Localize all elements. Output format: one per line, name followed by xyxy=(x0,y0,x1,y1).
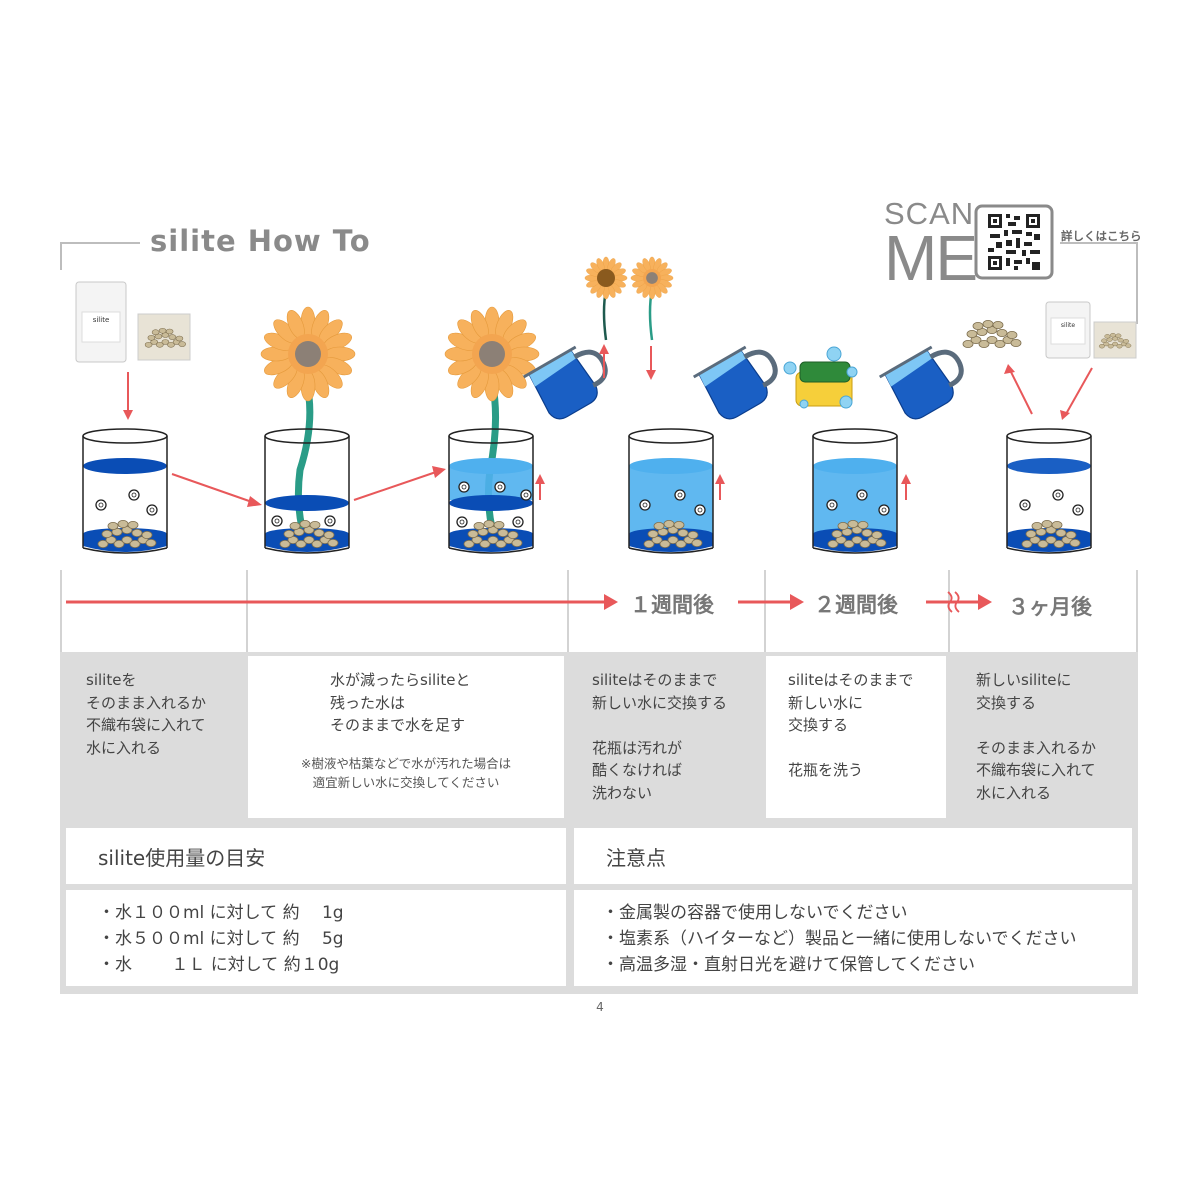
cautions-list: ・金属製の容器で使用しないでください ・塩素系（ハイターなど）製品と一緒に使用し… xyxy=(602,903,1077,975)
package-label: silite xyxy=(93,316,110,324)
page-title: silite How To xyxy=(150,224,371,258)
divider-6 xyxy=(1136,570,1138,652)
step-2-text: 水が減ったらsiliteと 残った水は そのままで水を足す xyxy=(330,671,471,734)
label-week1: １週間後 xyxy=(630,593,714,617)
silite-package: silite xyxy=(75,281,191,363)
step-2-box xyxy=(248,656,564,818)
step-3-text: siliteはそのままで 新しい水に交換する 花瓶は汚れが 酷くなければ 洗わな… xyxy=(592,671,728,802)
cautions-body-panel xyxy=(574,890,1132,986)
step-2-note: ※樹液や枯葉などで水が汚れた場合は 適宜新しい水に交換してください xyxy=(300,756,512,790)
frame-right-tick xyxy=(1136,242,1138,324)
page-number: 4 xyxy=(596,1000,604,1014)
usage-heading: silite使用量の目安 xyxy=(98,846,266,870)
cautions-heading: 注意点 xyxy=(606,846,666,870)
divider-4 xyxy=(764,570,766,652)
label-month3: ３ヶ月後 xyxy=(1008,595,1092,619)
steps-band xyxy=(60,652,1138,822)
cautions-header-panel xyxy=(574,828,1132,884)
frame-top-right-line xyxy=(1060,242,1138,244)
usage-body-panel xyxy=(66,890,566,986)
step-5-text: 新しいsiliteに 交換する そのまま入れるか 不織布袋に入れて 水に入れる xyxy=(976,671,1097,802)
qr-note: 詳しくはこちら xyxy=(1061,229,1142,243)
divider-2 xyxy=(246,570,248,652)
divider-5 xyxy=(948,570,950,652)
step-4-box xyxy=(766,656,946,818)
label-week2: ２週間後 xyxy=(814,593,898,617)
scan-text: SCAN xyxy=(884,196,975,231)
package-label-2: silite xyxy=(1061,322,1075,329)
divider-3 xyxy=(567,570,569,652)
frame-top-left-line xyxy=(60,242,140,244)
me-text: ME xyxy=(884,222,978,294)
qr-code-icon[interactable] xyxy=(974,204,1054,280)
process-illustration: silite xyxy=(75,256,1137,554)
step-4-text: siliteはそのままで 新しい水に 交換する 花瓶を洗う xyxy=(788,671,914,779)
usage-list: ・水１００ml に対して 約 1g ・水５００ml に対して 約 5g ・水 １… xyxy=(98,903,344,975)
divider-1 xyxy=(60,570,62,652)
usage-header-panel xyxy=(66,828,566,884)
step-1-text: siliteを そのまま入れるか 不織布袋に入れて 水に入れる xyxy=(86,671,207,757)
scan-me-logo: SCAN ME xyxy=(884,196,978,294)
timeline-arrows xyxy=(66,591,992,613)
frame-left-tick xyxy=(60,242,62,270)
